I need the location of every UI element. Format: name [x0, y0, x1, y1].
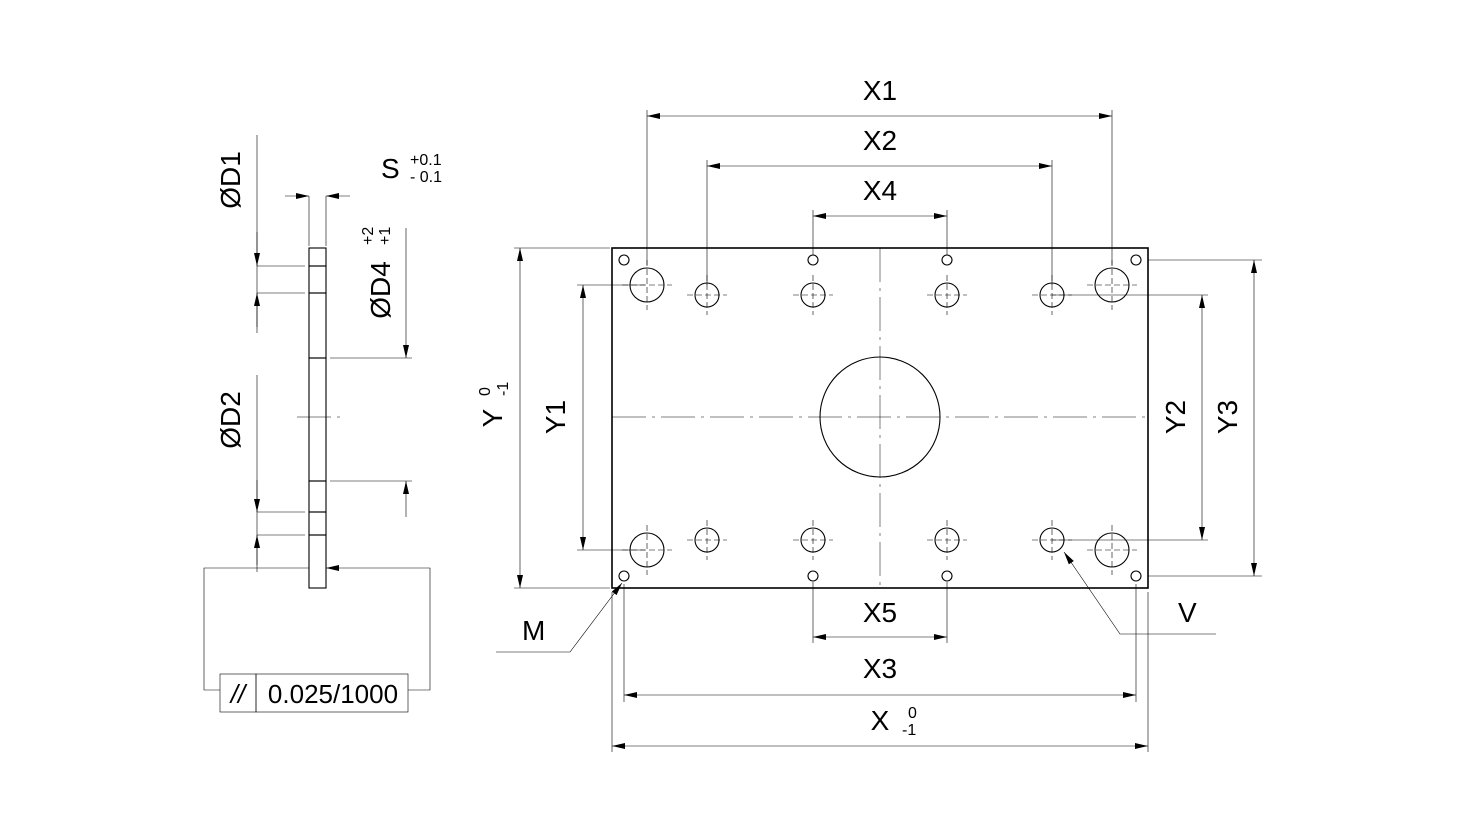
m-leader: M [496, 582, 623, 653]
small-hole [941, 254, 953, 266]
y-label: Y [477, 408, 508, 427]
s-tol-upper: +0.1 [410, 152, 442, 169]
x2-dimension: X2 [706, 125, 1053, 285]
d4-dimension: ØD4 +2 +1 [330, 227, 412, 517]
v-leader: V [1063, 551, 1216, 635]
y1-label: Y1 [540, 400, 571, 434]
corner-hole [618, 254, 630, 266]
y2-label: Y2 [1160, 400, 1191, 434]
x4-dimension: X4 [812, 175, 948, 255]
parallelism-symbol: // [229, 679, 248, 709]
y2-dimension: Y2 [1052, 294, 1208, 541]
s-tol-lower: - 0.1 [410, 169, 442, 186]
small-hole [807, 570, 819, 582]
small-hole [941, 570, 953, 582]
plate-section [297, 247, 340, 589]
corner-hole [1130, 254, 1142, 266]
d4-tol-upper: +2 [360, 227, 377, 245]
x1-dimension: X1 [646, 75, 1113, 265]
x-tol-lower: -1 [902, 722, 916, 739]
x-tol-upper: 0 [908, 705, 917, 722]
x3-dimension: X3 [623, 584, 1137, 702]
d2-dimension: ØD2 [215, 375, 305, 572]
d1-label: ØD1 [215, 151, 246, 209]
x3-label: X3 [863, 653, 897, 684]
x1-label: X1 [863, 75, 897, 106]
y-dimension: Y 0 -1 [477, 247, 610, 589]
d4-tol-lower: +1 [377, 227, 394, 245]
d4-label: ØD4 [365, 261, 396, 319]
corner-hole [1130, 570, 1142, 582]
y3-dimension: Y3 [1148, 259, 1262, 577]
y3-label: Y3 [1212, 400, 1243, 434]
parallelism-callout: // 0.025/1000 [203, 565, 431, 713]
x-dimension: X 0 -1 [611, 592, 1149, 752]
x5-label: X5 [863, 597, 897, 628]
y-tol-upper: 0 [477, 387, 494, 396]
y1-dimension: Y1 [540, 284, 645, 551]
x4-label: X4 [863, 175, 897, 206]
s-dimension: S +0.1 - 0.1 [285, 152, 442, 246]
m-label: M [522, 615, 545, 646]
x-label: X [871, 705, 890, 736]
d1-dimension: ØD1 [215, 135, 305, 333]
x2-label: X2 [863, 125, 897, 156]
d2-label: ØD2 [215, 391, 246, 449]
central-bore [819, 356, 941, 478]
s-label: S [381, 153, 400, 184]
y-tol-lower: -1 [495, 382, 512, 396]
small-hole [807, 254, 819, 266]
plan-view: X1 X2 X4 X5 X3 [477, 75, 1262, 752]
v-label: V [1178, 597, 1197, 628]
parallelism-value: 0.025/1000 [268, 679, 398, 709]
side-view: ØD1 ØD2 S +0.1 - 0.1 ØD4 [203, 135, 442, 713]
corner-hole [618, 570, 630, 582]
x5-dimension: X5 [812, 582, 948, 643]
